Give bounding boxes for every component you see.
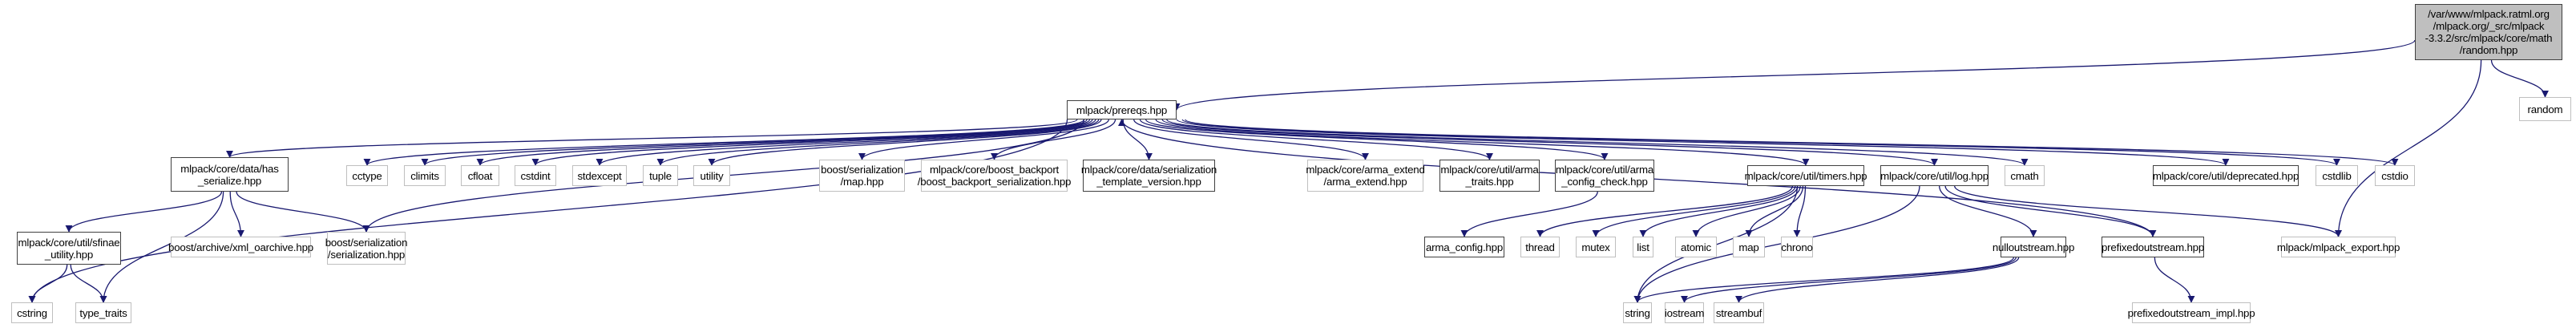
- node-xml-oarchive: boost/archive/xml_oarchive.hpp: [168, 237, 313, 257]
- edge-sfinae-to-cstring: [28, 264, 68, 303]
- node-log[interactable]: mlpack/core/util/log.hpp: [1880, 165, 1989, 186]
- node-type-traits: type_traits: [75, 302, 131, 323]
- edge-nulloutstream-to-string: [1633, 257, 2014, 303]
- edge-timers-to-string: [1633, 185, 1799, 303]
- edge-prereqs-to-arma-traits: [1139, 119, 1493, 160]
- edge-prereqs-to-log: [1161, 119, 1938, 166]
- edge-log-to-mlpack-export: [1954, 185, 2342, 237]
- node-prefixed-impl: prefixedoutstream_impl.hpp: [2128, 302, 2255, 323]
- node-list: list: [1633, 237, 1653, 257]
- node-random: random: [2519, 97, 2571, 121]
- node-cstdlib: cstdlib: [2316, 165, 2358, 186]
- node-arma-extend: mlpack/core/arma_extend /arma_extend.hpp: [1306, 160, 1425, 192]
- node-thread: thread: [1520, 237, 1560, 257]
- node-bs-ser: boost/serialization /serialization.hpp: [325, 232, 408, 265]
- node-map: map: [1733, 237, 1765, 257]
- node-chrono: chrono: [1781, 237, 1813, 257]
- node-cmath: cmath: [2005, 165, 2045, 186]
- edge-prereqs-to-backport: [990, 119, 1116, 160]
- edge-prereqs-to-stdexcept: [596, 119, 1096, 166]
- edge-prereqs-to-cfloat: [476, 119, 1091, 166]
- node-utility: utility: [693, 165, 730, 186]
- edge-arma-cfg-chk-to-arma-config: [1460, 191, 1598, 237]
- node-atomic: atomic: [1675, 237, 1717, 257]
- edge-nulloutstream-to-streambuf: [1735, 257, 2020, 303]
- node-timers[interactable]: mlpack/core/util/timers.hpp: [1745, 165, 1867, 186]
- node-arma-traits[interactable]: mlpack/core/util/arma _traits.hpp: [1439, 160, 1540, 192]
- node-mutex: mutex: [1576, 237, 1616, 257]
- edge-has-serialize-to-type-traits: [99, 191, 224, 303]
- node-cstdint: cstdint: [515, 165, 556, 186]
- node-tuple: tuple: [643, 165, 678, 186]
- node-nulloutstream[interactable]: nulloutstream.hpp: [1993, 237, 2074, 257]
- edge-prereqs-to-ser-tmpl: [1122, 119, 1153, 160]
- edge-prereqs-to-cstdint: [531, 119, 1093, 166]
- node-cstdio: cstdio: [2375, 165, 2415, 186]
- edge-prereqs-to-cmath: [1166, 119, 2029, 166]
- edge-prereqs-to-has-serialize: [226, 119, 1078, 158]
- edge-prereqs-to-cstdio: [1185, 119, 2399, 166]
- edge-prereqs-to-arma-cfg-chk: [1145, 119, 1609, 160]
- edge-has-serialize-to-xml-oarchive: [229, 191, 245, 237]
- edge-root-to-prereqs: [1173, 39, 2416, 111]
- edge-prereqs-to-timers: [1155, 119, 1810, 166]
- node-streambuf: streambuf: [1714, 302, 1764, 323]
- node-prefixedoutstream[interactable]: prefixedoutstream.hpp: [2102, 237, 2204, 257]
- edge-prereqs-to-cstring: [28, 119, 1068, 303]
- edge-prereqs-to-utility: [708, 119, 1102, 166]
- edge-prereqs-to-cctype: [363, 119, 1085, 166]
- node-sfinae[interactable]: mlpack/core/util/sfinae _utility.hpp: [17, 232, 121, 265]
- edge-sfinae-to-type-traits: [70, 264, 107, 303]
- node-ser-tmpl[interactable]: mlpack/core/data/serialization _template…: [1081, 160, 1217, 192]
- node-has-serialize[interactable]: mlpack/core/data/has _serialize.hpp: [171, 157, 289, 192]
- node-cctype: cctype: [346, 165, 388, 186]
- edge-prereqs-to-deprecated: [1176, 119, 2230, 166]
- edge-prereqs-to-bs-map: [858, 119, 1109, 160]
- edge-root-to-mlpack-export: [2334, 59, 2482, 237]
- node-arma-cfg-chk[interactable]: mlpack/core/util/arma _config_check.hpp: [1555, 160, 1654, 192]
- edge-timers-to-mutex: [1592, 185, 1796, 237]
- edge-prereqs-to-arma-extend: [1133, 119, 1369, 160]
- node-mlpack-export: mlpack/mlpack_export.hpp: [2277, 237, 2400, 257]
- edge-has-serialize-to-sfinae: [65, 191, 223, 233]
- node-arma-config[interactable]: arma_config.hpp: [1424, 237, 1504, 257]
- edge-timers-to-map: [1745, 185, 1804, 237]
- node-cstring: cstring: [11, 302, 53, 323]
- edge-log-to-prefixedoutstream: [1944, 185, 2157, 237]
- node-deprecated[interactable]: mlpack/core/util/deprecated.hpp: [2153, 165, 2299, 186]
- node-cfloat: cfloat: [461, 165, 499, 186]
- node-iostream: iostream: [1665, 302, 1704, 323]
- node-prereqs[interactable]: mlpack/prereqs.hpp: [1067, 100, 1177, 119]
- edge-log-to-string: [1633, 185, 1920, 303]
- edge-prefixedoutstream-to-prefixed-impl: [2154, 257, 2195, 303]
- node-climits: climits: [404, 165, 446, 186]
- edge-root-to-random: [2490, 59, 2550, 98]
- node-backport: mlpack/core/boost_backport /boost_backpo…: [918, 160, 1071, 192]
- node-stdexcept: stdexcept: [572, 165, 627, 186]
- edge-timers-to-thread: [1536, 185, 1794, 237]
- edge-has-serialize-to-bs-ser: [236, 191, 370, 233]
- edge-nulloutstream-to-iostream: [1681, 257, 2017, 303]
- node-bs-map: boost/serialization /map.hpp: [819, 160, 905, 192]
- edge-timers-to-chrono: [1793, 185, 1807, 237]
- node-string: string: [1623, 302, 1652, 323]
- edge-log-to-nulloutstream: [1939, 185, 2037, 237]
- node-root[interactable]: /var/www/mlpack.ratml.org /mlpack.org/_s…: [2415, 4, 2562, 60]
- edge-prereqs-to-climits: [421, 119, 1088, 166]
- edge-timers-to-list: [1639, 185, 1799, 237]
- edge-prereqs-to-tuple: [656, 119, 1100, 166]
